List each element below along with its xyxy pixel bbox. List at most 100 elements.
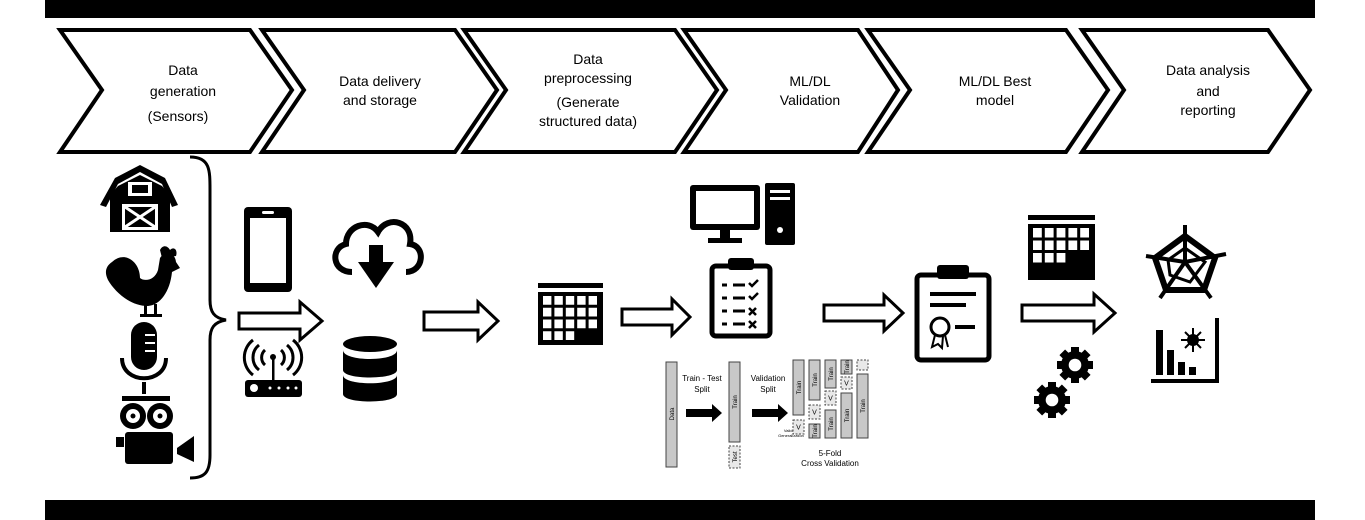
table-cell (543, 296, 552, 305)
fold-train-label: Train (797, 381, 803, 394)
fold-train-label: Train (813, 424, 819, 437)
fold-v-label: V (796, 425, 801, 432)
microphone-icon (120, 322, 168, 394)
fold-train-segment (808, 423, 821, 439)
table-cell (1033, 253, 1042, 263)
table-cell (1080, 228, 1089, 238)
fold-train-label: Train (829, 367, 835, 380)
table-cell (554, 307, 563, 317)
table-cell (1033, 240, 1042, 250)
rooster-icon (105, 246, 180, 317)
table-cell (565, 296, 575, 305)
database-icon (343, 336, 397, 402)
top-bar (45, 0, 1315, 18)
table-cell (1044, 240, 1054, 250)
table-icon (1028, 215, 1095, 280)
flow-arrow-3 (620, 295, 693, 339)
fold-train-segment (840, 392, 853, 439)
fold-train-segment (808, 359, 821, 401)
flow-arrow-4 (822, 291, 906, 335)
flow-arrow-5 (1020, 290, 1118, 336)
table-icon (538, 283, 603, 345)
table-cell (1056, 228, 1066, 238)
table-cell (565, 331, 575, 340)
table-cell (554, 319, 563, 329)
table-cell (577, 319, 586, 329)
table-cell (543, 319, 552, 329)
fold-v-label: V (812, 410, 817, 417)
cloud-download-icon (332, 219, 424, 288)
barn-icon (100, 165, 178, 232)
fold-train-segment (856, 373, 869, 439)
fold-train-label: Train (861, 399, 867, 412)
train-label: Train (733, 395, 739, 408)
fold-train-label: Train (845, 409, 851, 422)
certificate-clipboard-icon (914, 265, 992, 363)
fold-train-segment (792, 359, 805, 416)
fold-validate-segment (792, 419, 805, 435)
train-bar (728, 361, 741, 443)
table-cell (588, 307, 597, 317)
table-cell (1056, 240, 1066, 250)
gears-icon (1034, 347, 1093, 418)
data-bar (665, 361, 678, 468)
fold-train-label: Train (845, 360, 851, 373)
data-label: Data (670, 407, 676, 420)
fold-validate-segment (856, 359, 869, 371)
fold-train-segment (824, 359, 837, 389)
split-arrow-2 (752, 404, 788, 422)
table-cell (1033, 228, 1042, 238)
fold-validate-segment (808, 404, 821, 420)
table-cell (565, 319, 575, 329)
table-cell (577, 296, 586, 305)
router-icon (242, 338, 304, 397)
bar-chart-icon (1151, 318, 1219, 383)
table-cell (1080, 240, 1089, 250)
flow-arrow-2 (422, 298, 501, 344)
checklist-clipboard-icon (709, 258, 773, 339)
table-cell (588, 296, 597, 305)
video-camera-icon (116, 396, 194, 464)
table-cell (588, 319, 597, 329)
fold-train-label: Train (813, 373, 819, 386)
table-cell (577, 307, 586, 317)
fold-train-segment (824, 409, 837, 439)
radar-chart-icon (1145, 225, 1227, 300)
fold-v-label: V (828, 396, 833, 403)
table-cell (554, 296, 563, 305)
flow-arrow-1 (237, 298, 325, 344)
split-arrow-1 (686, 404, 722, 422)
table-cell (1044, 253, 1054, 263)
table-cell (543, 331, 552, 340)
table-cell (565, 307, 575, 317)
fold-train-segment (840, 359, 853, 375)
fold-train-label: Train (829, 417, 835, 430)
curly-brace (189, 155, 227, 480)
bottom-bar (45, 500, 1315, 520)
table-cell (1044, 228, 1054, 238)
table-cell (1068, 228, 1078, 238)
table-cell (543, 307, 552, 317)
table-cell (1056, 253, 1066, 263)
desktop-computer-icon (690, 183, 795, 245)
kfold-columns: TrainVTrainVTrainTrainVTrainTrainVTrainT… (792, 359, 869, 439)
fold-v-label: V (844, 381, 849, 388)
fold-validate-segment (840, 376, 853, 390)
